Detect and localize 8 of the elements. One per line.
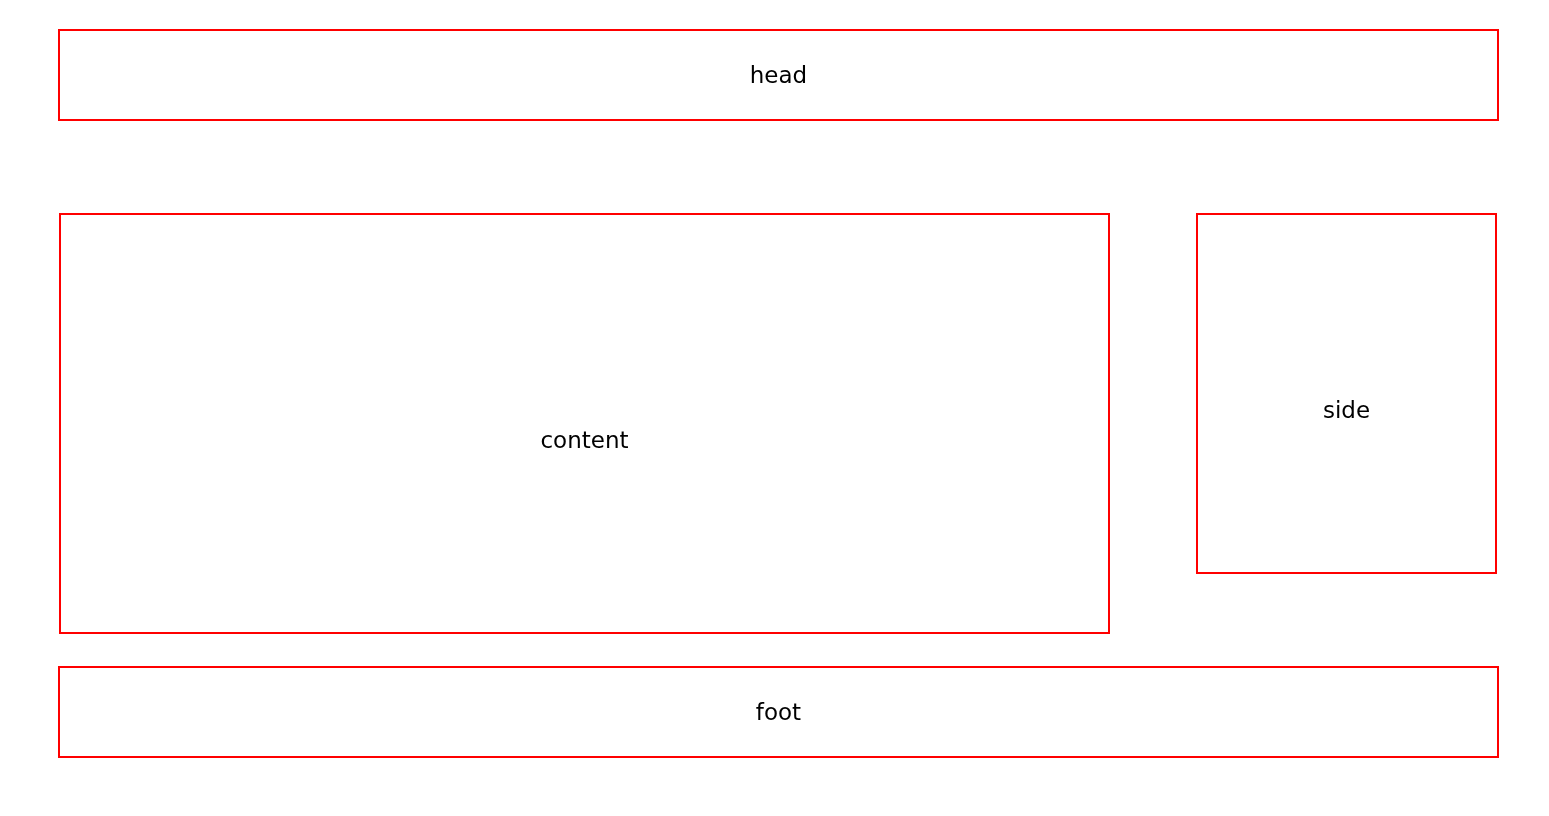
box-label: side — [1322, 395, 1371, 424]
box-label: head — [749, 61, 808, 89]
layout-box — [58, 666, 1499, 758]
box-label: foot — [755, 698, 802, 726]
box-label: content — [540, 425, 629, 454]
layout-box — [1196, 213, 1497, 574]
layout-box — [58, 29, 1499, 121]
layout-box — [59, 213, 1110, 634]
